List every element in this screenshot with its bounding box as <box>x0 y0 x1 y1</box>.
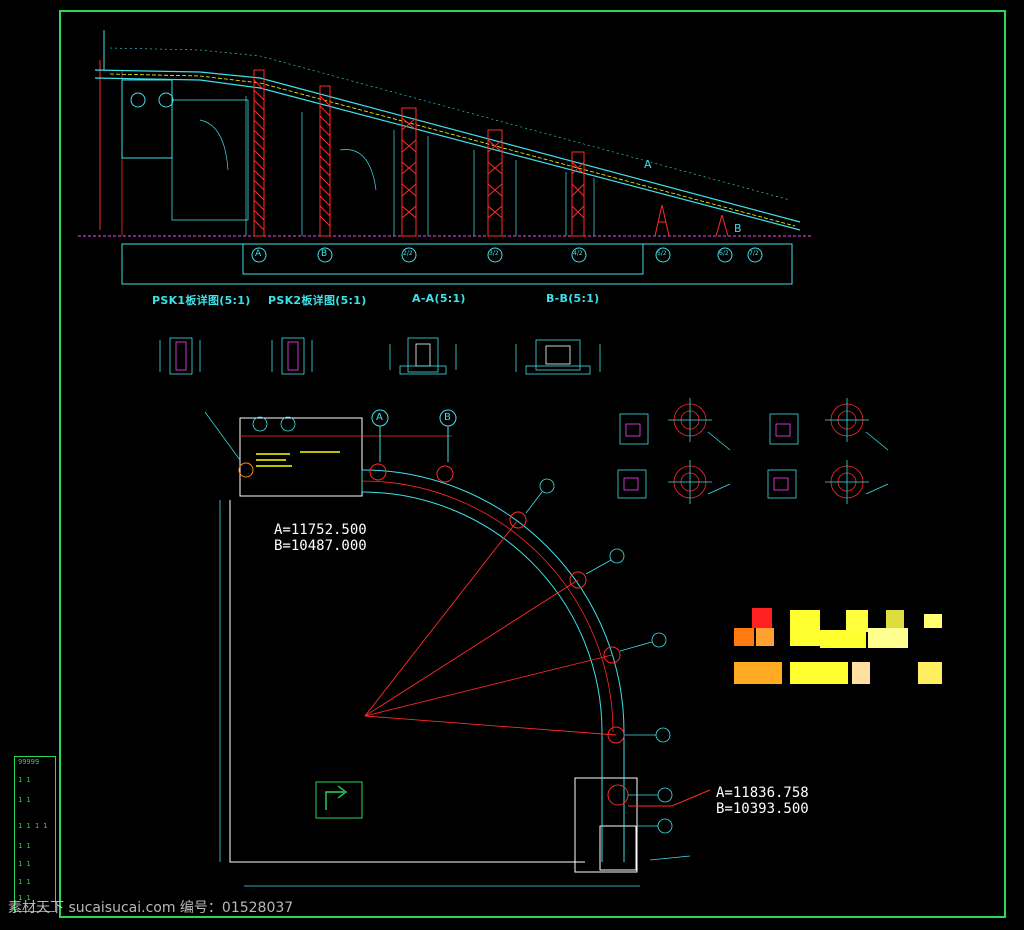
coord-lower-b: B=10393.500 <box>716 801 809 817</box>
elevation-dimension-box <box>121 243 793 285</box>
coord-upper-b: B=10487.000 <box>274 538 367 554</box>
section-title-bb: B-B(5:1) <box>546 292 600 305</box>
title-block-row-6: 1 1 <box>18 878 31 886</box>
title-block-row-0: 99999 <box>18 758 40 766</box>
grid-axis-6-2: 6/2 <box>719 250 729 257</box>
section-title-psk1: PSK1板详图(5:1) <box>152 294 251 307</box>
radial-lines <box>364 519 617 736</box>
plan-arc-inner <box>361 491 603 862</box>
grid-axis-a: A <box>255 249 262 259</box>
plan-top-box <box>239 417 363 497</box>
north-arrow-box <box>315 781 363 819</box>
section-title-aa: A-A(5:1) <box>412 292 466 305</box>
watermark-text: 素材天下 sucaisucai.com 编号：01528037 <box>8 900 294 916</box>
yellow-annotations <box>256 451 340 467</box>
coord-leader-lower <box>628 789 711 807</box>
gallery-top-line <box>94 69 801 223</box>
title-block-row-7: 1 1 <box>18 894 31 902</box>
plan-boundary <box>229 500 585 863</box>
plan-bottom-box <box>574 777 638 873</box>
grid-axis-3-2: 3/2 <box>489 250 499 257</box>
plan-arc-red <box>361 480 614 733</box>
plan-arc-outer <box>361 469 625 862</box>
title-block-row-2: 1 1 <box>18 796 31 804</box>
dimension-chain <box>109 47 791 201</box>
grid-axis-5-2: 5/2 <box>657 250 667 257</box>
elevation-sub-box <box>242 243 644 275</box>
support-nodes <box>369 463 629 806</box>
grid-axis-7-2: 7/2 <box>749 250 759 257</box>
section-marker-b: B <box>734 222 742 235</box>
title-block <box>14 756 56 912</box>
left-block-2 <box>171 99 249 221</box>
elevation-grid-bubbles <box>130 92 763 263</box>
blurred-blocks <box>734 608 942 684</box>
title-block-row-4: 1 1 <box>18 842 31 850</box>
plan-grid-bubbles <box>371 409 457 462</box>
title-block-row-3: 1 1 1 1 <box>18 822 48 830</box>
coord-upper-a: A=11752.500 <box>274 522 367 538</box>
grid-axis-4-2: 4/2 <box>573 250 583 257</box>
elevation-view <box>78 30 812 285</box>
gallery-yellow-line <box>109 73 796 227</box>
grid-axis-b: B <box>321 249 328 259</box>
section-title-psk2: PSK2板详图(5:1) <box>268 294 367 307</box>
drawing-frame <box>59 10 1006 918</box>
north-arrow-icon <box>325 785 348 810</box>
trestles <box>253 69 729 237</box>
detail-sections <box>159 337 601 375</box>
title-block-row-1: 1 1 <box>18 776 31 784</box>
left-block <box>121 79 173 159</box>
trestle-outlines <box>199 96 595 236</box>
leader-bubbles <box>252 416 673 834</box>
coord-lower-a: A=11836.758 <box>716 785 809 801</box>
plan-axis-b: B <box>444 412 451 423</box>
title-block-row-5: 1 1 <box>18 860 31 868</box>
gallery-bottom-line <box>94 77 801 231</box>
grid-axis-2-2: 2/2 <box>403 250 413 257</box>
plan-view <box>204 409 711 887</box>
section-marker-a: A <box>644 158 652 171</box>
node-details <box>617 398 889 504</box>
plan-axis-a: A <box>376 412 383 423</box>
